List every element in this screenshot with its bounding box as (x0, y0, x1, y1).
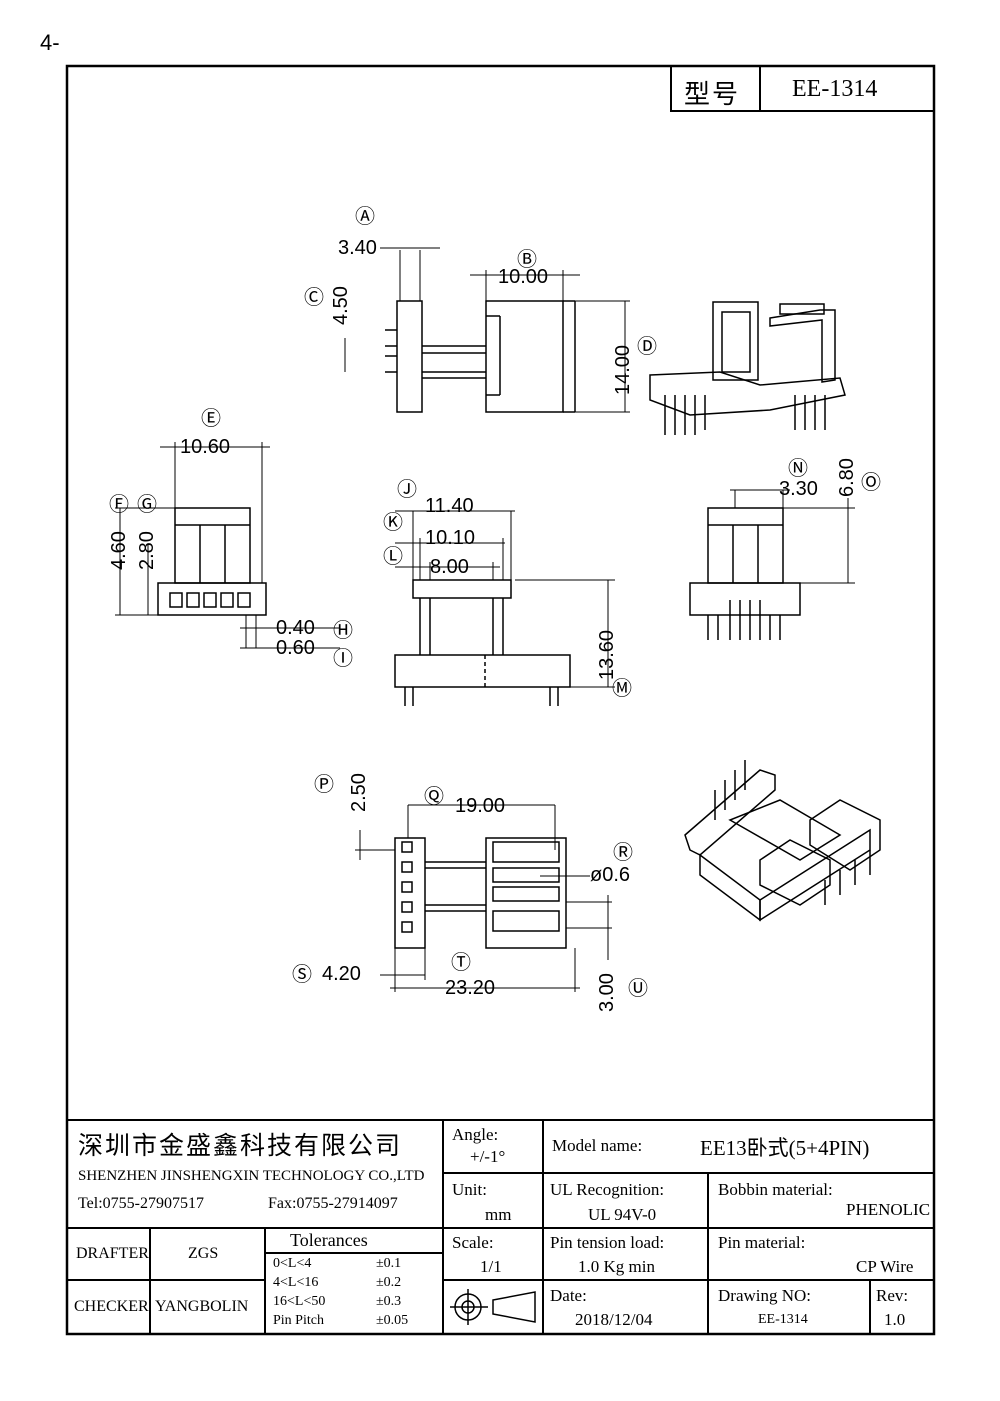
pin-tension-value: 1.0 Kg min (578, 1257, 655, 1276)
side-section-view (394, 510, 615, 706)
bottom-view (355, 804, 612, 992)
drafter-label: DRAFTER (76, 1245, 149, 1262)
dim-value-o: 6.80 (836, 458, 858, 497)
dim-letter-t: Ⓣ (451, 952, 471, 974)
dim-value-t: 23.20 (445, 977, 496, 999)
pin-material-value: CP Wire (856, 1257, 914, 1276)
dim-letter-i: Ⓘ (333, 648, 353, 670)
company-name-cn: 深圳市金盛鑫科技有限公司 (78, 1133, 403, 1160)
dim-letter-h: Ⓗ (333, 620, 353, 642)
dim-letter-o: Ⓞ (861, 472, 881, 494)
ul-value: UL 94V-0 (588, 1205, 657, 1224)
page-number: 4- (40, 30, 60, 55)
angle-value: +/-1° (470, 1147, 506, 1166)
tol-value-4: ±0.05 (376, 1313, 409, 1328)
dim-letter-a: Ⓐ (355, 206, 375, 228)
dim-letter-s: Ⓢ (292, 964, 312, 986)
dim-value-p: 2.50 (348, 773, 370, 812)
angle-label: Angle: (452, 1125, 499, 1144)
dim-letter-f: Ⓕ (109, 494, 129, 516)
dim-value-k: 10.10 (425, 527, 476, 549)
unit-value: mm (485, 1205, 512, 1224)
side-view-1 (344, 247, 486, 413)
front-view (115, 442, 340, 649)
tol-value-2: ±0.2 (376, 1275, 402, 1290)
dim-letter-m: Ⓜ (612, 678, 632, 700)
unit-label: Unit: (452, 1180, 487, 1199)
date-label: Date: (550, 1286, 587, 1305)
model-number: EE-1314 (792, 76, 878, 102)
bobbin-label: Bobbin material: (718, 1180, 833, 1199)
iso-view-1 (649, 301, 846, 435)
dim-letter-j: Ⓙ (397, 479, 417, 501)
drafter-name: ZGS (188, 1245, 219, 1262)
dim-letter-d: Ⓓ (637, 336, 657, 358)
top-view-body (470, 270, 630, 413)
dim-letter-e: Ⓔ (201, 408, 221, 430)
dim-value-c: 4.50 (330, 286, 352, 325)
dim-value-q: 19.00 (455, 795, 506, 817)
scale-value: 1/1 (480, 1257, 502, 1276)
rev-value: 1.0 (884, 1310, 906, 1329)
dim-letter-n: Ⓝ (788, 458, 808, 480)
dim-value-g: 2.80 (136, 531, 158, 570)
dim-letter-p: Ⓟ (314, 774, 334, 796)
dim-value-n: 3.30 (779, 478, 818, 500)
tol-value-3: ±0.3 (376, 1294, 402, 1309)
dim-letter-l: Ⓛ (383, 546, 403, 568)
dim-value-j: 11.40 (425, 495, 474, 517)
company-tel: Tel:0755-27907517 (78, 1195, 204, 1212)
dim-letter-u: Ⓤ (628, 978, 648, 1000)
pin-material-label: Pin material: (718, 1233, 806, 1252)
company-fax: Fax:0755-27914097 (268, 1195, 398, 1212)
dim-value-d: 14.00 (612, 344, 634, 395)
drawing-no-value: EE-1314 (758, 1312, 808, 1327)
checker-name: YANGBOLIN (155, 1298, 249, 1315)
dim-value-i: 0.60 (276, 637, 315, 659)
bobbin-value: PHENOLIC (846, 1200, 931, 1219)
right-view (689, 489, 855, 640)
scale-label: Scale: (452, 1233, 494, 1252)
model-name-value: EE13卧式(5+4PIN) (700, 1136, 870, 1160)
tol-range-3: 16<L<50 (273, 1294, 326, 1309)
dim-value-l: 8.00 (430, 556, 469, 578)
rev-label: Rev: (876, 1286, 909, 1305)
dim-value-a: 3.40 (338, 237, 377, 259)
model-name-label: Model name: (552, 1136, 643, 1155)
projection-symbol (450, 1289, 536, 1325)
tol-range-2: 4<L<16 (273, 1275, 319, 1290)
tolerances-title: Tolerances (290, 1230, 368, 1250)
dim-value-r: ø0.6 (590, 864, 631, 886)
tol-range-1: 0<L<4 (273, 1256, 312, 1271)
title-block-grid (67, 1119, 934, 1334)
dim-letter-c: Ⓒ (304, 287, 324, 309)
tol-value-1: ±0.1 (376, 1256, 402, 1271)
dim-value-h: 0.40 (276, 617, 315, 639)
dim-letter-r: Ⓡ (613, 842, 633, 864)
dim-letter-k: Ⓚ (383, 512, 403, 534)
dim-value-f: 4.60 (108, 531, 130, 570)
model-label-cn: 型号 (684, 80, 741, 109)
dim-value-b: 10.00 (498, 266, 549, 288)
ul-label: UL Recognition: (550, 1180, 665, 1199)
checker-label: CHECKER (74, 1298, 149, 1315)
iso-view-2 (684, 760, 881, 922)
drawing-no-label: Drawing NO: (718, 1286, 812, 1305)
dim-letter-b: Ⓑ (517, 249, 537, 271)
dim-letter-q: Ⓠ (424, 786, 444, 808)
tol-range-4: Pin Pitch (273, 1313, 324, 1328)
dim-value-s: 4.20 (322, 963, 361, 985)
drawing-frame (65, 64, 936, 1336)
company-name-en: SHENZHEN JINSHENGXIN TECHNOLOGY CO.,LTD (78, 1168, 425, 1184)
dim-letter-g: Ⓖ (137, 494, 157, 516)
dim-value-e: 10.60 (180, 436, 231, 458)
date-value: 2018/12/04 (575, 1310, 653, 1329)
dim-value-u: 3.00 (596, 973, 618, 1012)
model-header-box (670, 65, 935, 112)
pin-tension-label: Pin tension load: (550, 1233, 665, 1252)
